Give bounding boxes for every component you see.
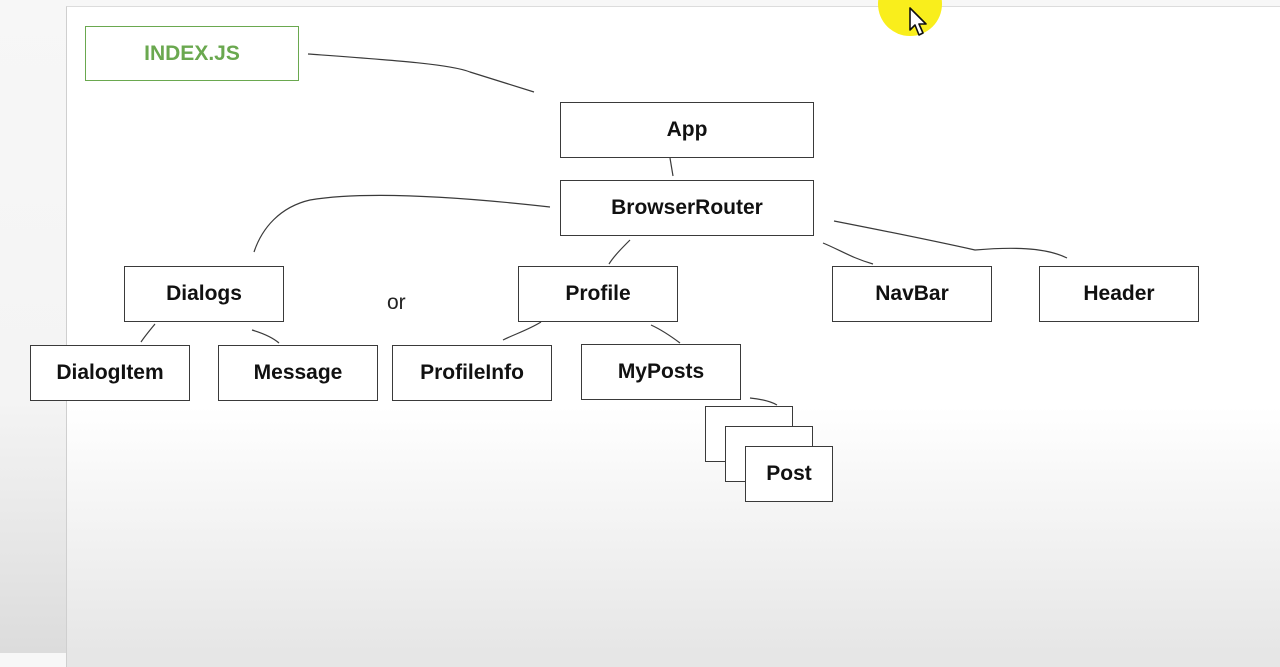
browser-router-node: BrowserRouter	[560, 180, 814, 236]
profile-info-label: ProfileInfo	[420, 361, 524, 384]
or-label: or	[387, 291, 406, 314]
dialogs-node: Dialogs	[124, 266, 284, 322]
link-myposts-post	[749, 397, 778, 406]
dialogs-label: Dialogs	[166, 282, 242, 305]
message-node: Message	[218, 345, 378, 401]
link-profile-myposts	[650, 324, 681, 344]
profile-info-node: ProfileInfo	[392, 345, 552, 401]
link-dialogs-dialogitem	[140, 323, 156, 343]
my-posts-label: MyPosts	[617, 360, 705, 383]
profile-label: Profile	[565, 282, 631, 305]
my-posts-node: MyPosts	[581, 344, 741, 400]
link-browserrouter-navbar	[822, 242, 874, 265]
app-node: App	[560, 102, 814, 158]
profile-node: Profile	[518, 266, 678, 322]
index-js-label: INDEX.JS	[144, 41, 240, 65]
header-node: Header	[1039, 266, 1199, 322]
dialog-item-node: DialogItem	[30, 345, 190, 401]
message-label: Message	[253, 361, 343, 384]
mouse-pointer-icon	[909, 7, 927, 36]
link-index-app	[307, 53, 535, 93]
index-js-box: INDEX.JS	[85, 26, 299, 81]
link-app-browserrouter	[669, 157, 674, 177]
link-profile-profileinfo	[502, 321, 542, 341]
post-label: Post	[766, 462, 812, 485]
browser-router-label: BrowserRouter	[611, 196, 763, 219]
post-node: Post	[745, 446, 833, 502]
navbar-node: NavBar	[832, 266, 992, 322]
navbar-label: NavBar	[875, 282, 949, 305]
link-dialogs-message	[251, 329, 280, 344]
dialog-item-label: DialogItem	[56, 361, 164, 384]
link-browserrouter-dialogs	[253, 194, 551, 253]
link-browserrouter-profile	[608, 239, 631, 265]
header-label: Header	[1083, 282, 1155, 305]
app-label: App	[666, 118, 708, 141]
link-browserrouter-header	[833, 220, 1068, 259]
connector-lines	[140, 53, 1068, 406]
